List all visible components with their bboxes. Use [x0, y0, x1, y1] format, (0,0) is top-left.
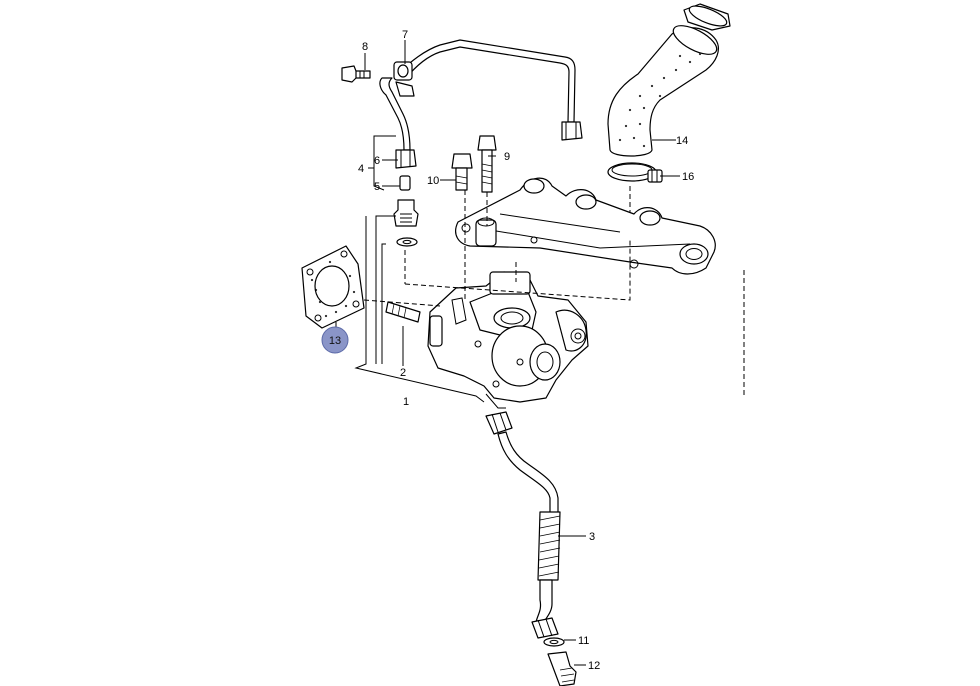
turbocharger[interactable]: [427, 271, 589, 409]
callout-9[interactable]: 9: [504, 151, 510, 163]
callout-7[interactable]: 7: [402, 29, 408, 41]
banjo-bolt[interactable]: [341, 65, 371, 83]
intake-hose[interactable]: [607, 2, 731, 157]
callout-labels: 8 7 6 4 5 9 10 14 16 2 1 3 11 12: [358, 29, 694, 672]
callout-14[interactable]: 14: [676, 135, 688, 147]
highlight-circle: [321, 326, 349, 354]
hose-clamp[interactable]: [607, 162, 663, 183]
union-nut[interactable]: [395, 149, 417, 169]
callout-8[interactable]: 8: [362, 41, 368, 53]
callout-12[interactable]: 12: [588, 660, 600, 672]
highlight-callout-13[interactable]: 13: [321, 326, 349, 354]
callout-5[interactable]: 5: [374, 181, 380, 193]
bolt-10[interactable]: [451, 153, 473, 191]
callout-1[interactable]: 1: [403, 396, 409, 408]
callout-2[interactable]: 2: [400, 367, 406, 379]
stud[interactable]: [385, 301, 421, 323]
seal-ring[interactable]: [543, 637, 565, 647]
callout-11[interactable]: 11: [578, 635, 589, 647]
oil-return-pipe[interactable]: [485, 411, 561, 639]
washer[interactable]: [396, 237, 418, 247]
callout-3[interactable]: 3: [589, 531, 595, 543]
assembly-guide-lines: [363, 186, 745, 396]
sealing-sleeve[interactable]: [399, 175, 411, 191]
gasket[interactable]: [301, 245, 365, 329]
callout-16[interactable]: 16: [682, 171, 694, 183]
oil-feed-pipe[interactable]: [379, 39, 583, 151]
leader-lines: [335, 40, 680, 666]
bolt-9[interactable]: [477, 135, 497, 193]
connector-fitting[interactable]: [393, 199, 419, 227]
callout-6[interactable]: 6: [374, 155, 380, 167]
callout-4[interactable]: 4: [358, 163, 364, 175]
threaded-connector[interactable]: [547, 651, 577, 686]
callout-10[interactable]: 10: [427, 175, 439, 187]
exhaust-manifold[interactable]: [455, 177, 716, 275]
callout-13: 13: [329, 335, 341, 347]
